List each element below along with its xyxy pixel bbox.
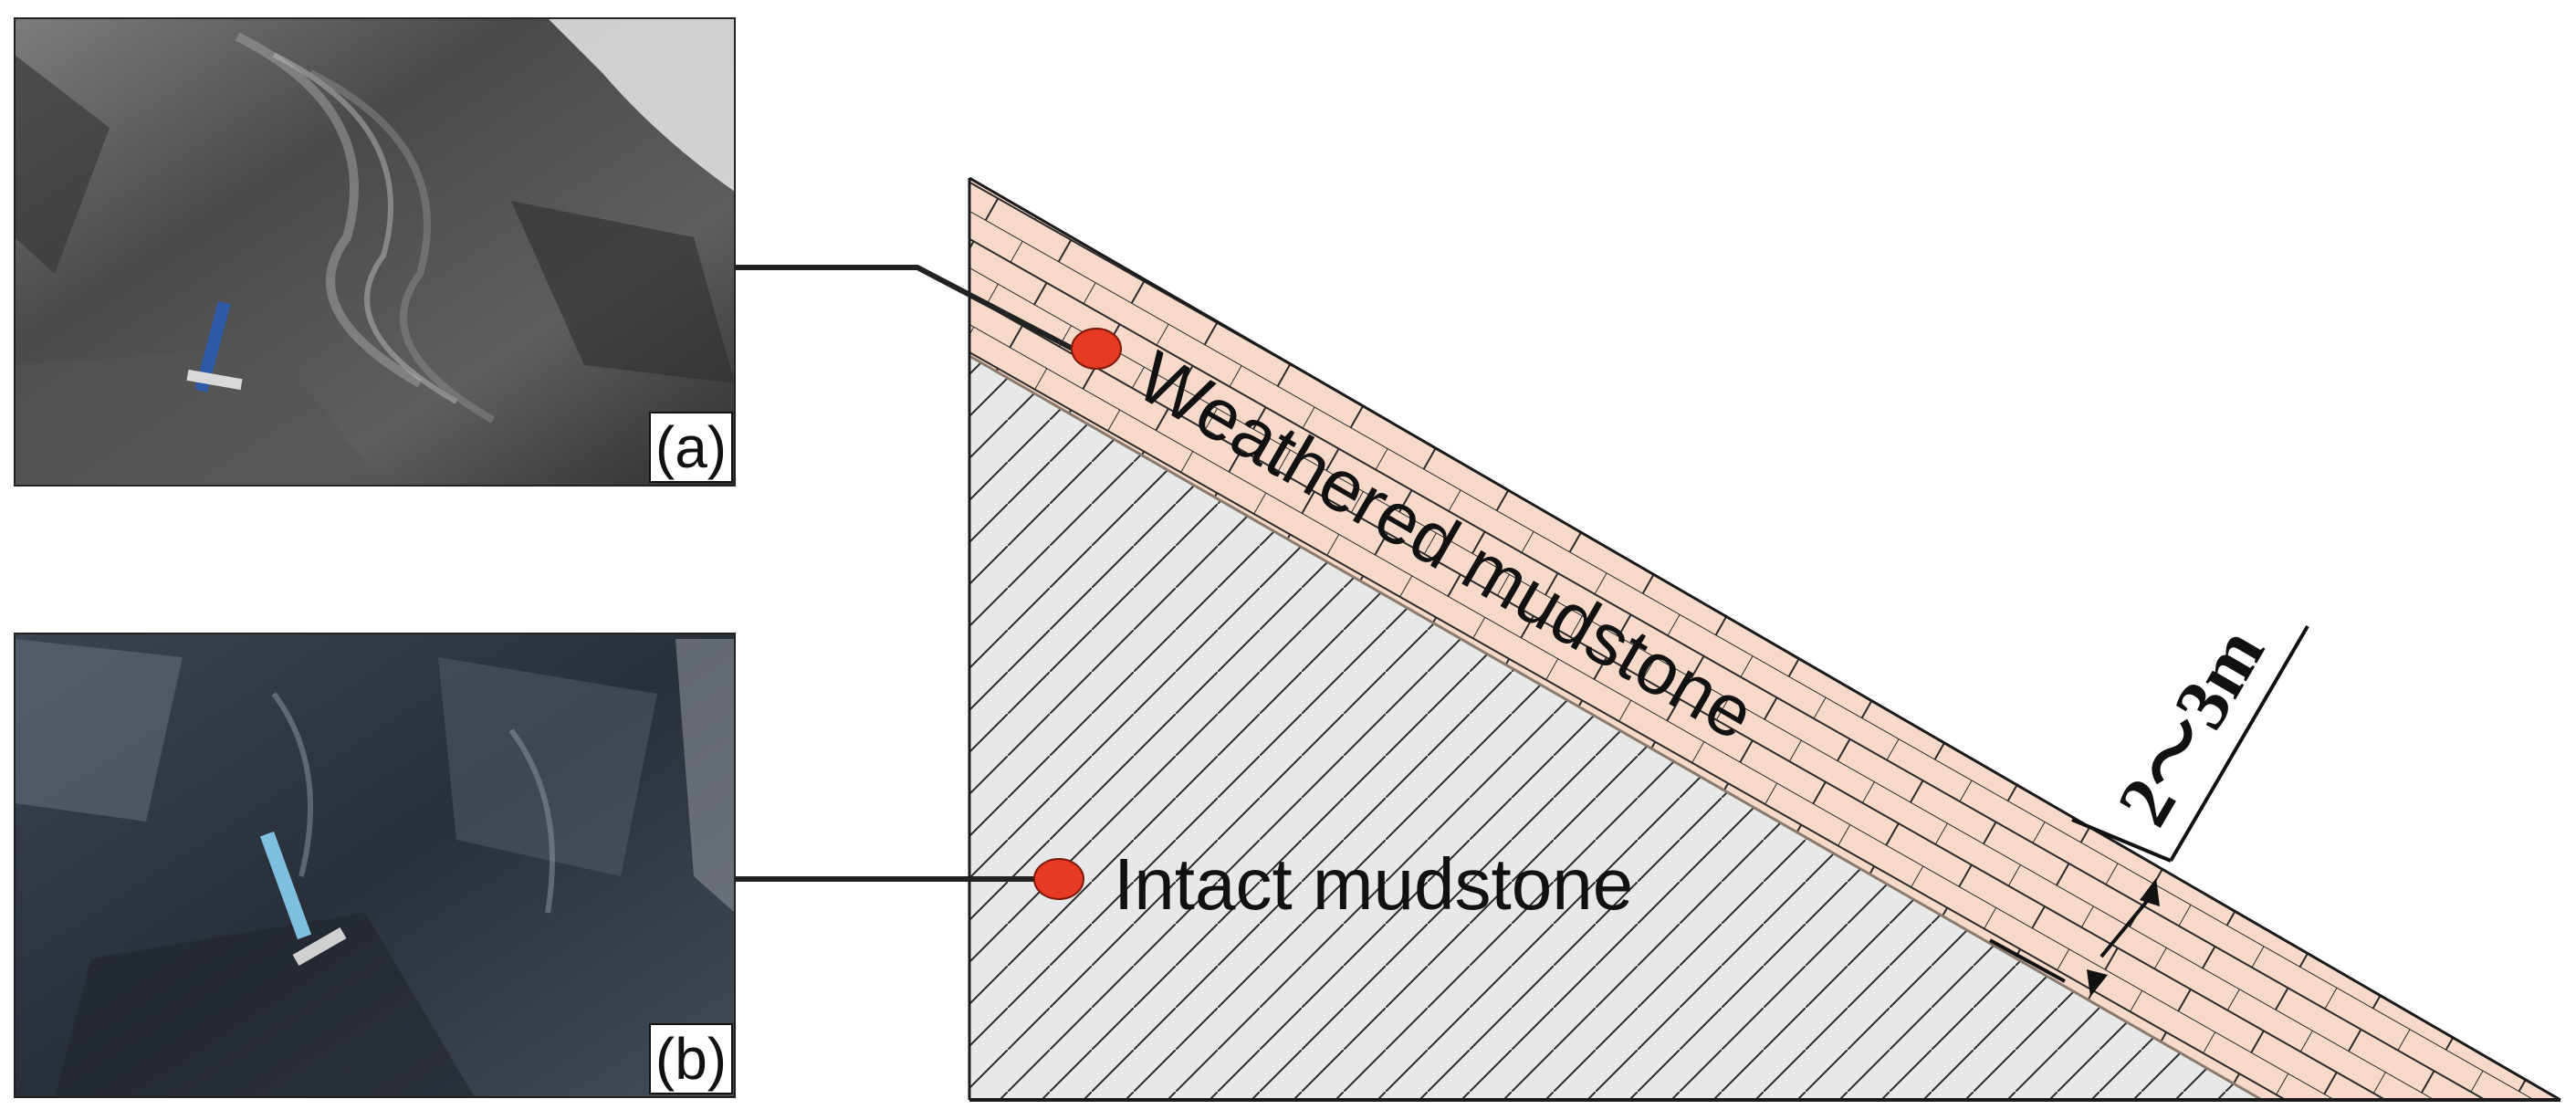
intact-sample-marker: [1033, 858, 1084, 900]
slope-surface: [969, 176, 2561, 1102]
photo-a-weathered-outcrop: (a): [14, 17, 736, 487]
weathered-sample-marker: [1071, 328, 1122, 370]
intact-mudstone-label: Intact mudstone: [1114, 843, 1633, 925]
slope-cross-section: [968, 176, 2561, 1102]
photo-b-intact-outcrop: (b): [14, 633, 736, 1098]
photo-a-label: (a): [655, 414, 727, 480]
leader-line-a: [735, 265, 1074, 351]
thickness-label: 2～3m: [2101, 614, 2280, 839]
photo-b-label: (b): [655, 1026, 727, 1092]
layer-boundary: [969, 354, 2263, 1102]
